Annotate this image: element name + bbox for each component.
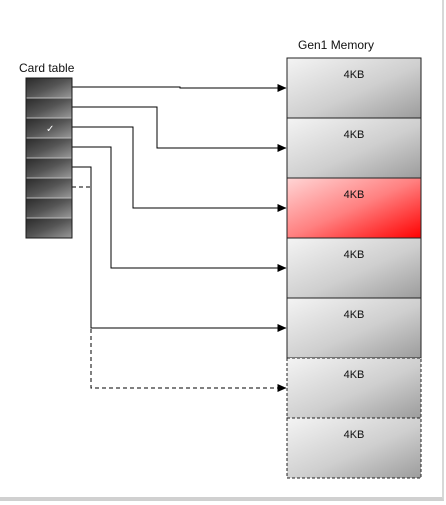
card-cell-box xyxy=(25,217,73,239)
memory-block: 4KB xyxy=(286,417,422,479)
card-cell xyxy=(25,137,73,159)
memory-block-box xyxy=(286,417,422,479)
card-cell-box xyxy=(25,137,73,159)
memory-block-box xyxy=(286,297,422,359)
card-cell-box xyxy=(25,177,73,199)
checkmark-icon: ✓ xyxy=(46,124,54,135)
memory-block: 4KB xyxy=(286,297,422,359)
memory-block-label: 4KB xyxy=(344,69,365,81)
memory-block: 4KB xyxy=(286,117,422,179)
card-table: ✓ xyxy=(25,77,73,239)
card-cell xyxy=(25,157,73,179)
memory-block-box xyxy=(286,117,422,179)
memory-block-box xyxy=(286,357,422,419)
card-cell xyxy=(25,177,73,199)
memory-block: 4KB xyxy=(286,237,422,299)
memory-block: 4KB xyxy=(286,357,422,419)
memory-block-label: 4KB xyxy=(344,429,365,441)
pointer-arrow xyxy=(72,126,287,212)
memory-block-label: 4KB xyxy=(344,129,365,141)
memory-block-label: 4KB xyxy=(344,369,365,381)
connections xyxy=(72,84,287,392)
memory-block-box xyxy=(286,57,422,119)
memory-block: 4KB xyxy=(286,57,422,119)
memory-block-label: 4KB xyxy=(344,189,365,201)
memory-block: 4KB xyxy=(286,177,422,239)
card-cell: ✓ xyxy=(25,117,73,139)
card-cell xyxy=(25,197,73,219)
card-cell-box xyxy=(25,197,73,219)
card-cell xyxy=(25,77,73,99)
gen1-memory-title: Gen1 Memory xyxy=(298,38,374,52)
card-table-title: Card table xyxy=(19,61,75,75)
memory-block-label: 4KB xyxy=(344,309,365,321)
card-cell-box xyxy=(25,77,73,99)
memory-block-label: 4KB xyxy=(344,249,365,261)
gen1-memory: 4KB 4KB 4KB 4KB 4KB 4KB 4KB xyxy=(286,57,422,479)
pointer-arrow-dashed xyxy=(72,186,287,392)
card-cell-box xyxy=(25,157,73,179)
pointer-arrow xyxy=(72,166,287,332)
card-cell-box xyxy=(25,97,73,119)
pointer-arrow xyxy=(72,106,287,152)
pointer-arrow xyxy=(72,146,287,272)
pointer-arrow xyxy=(72,84,287,92)
memory-block-dirty xyxy=(286,177,422,239)
card-cell xyxy=(25,217,73,239)
card-cell xyxy=(25,97,73,119)
card-table-outline xyxy=(25,77,73,239)
memory-block-box xyxy=(286,237,422,299)
